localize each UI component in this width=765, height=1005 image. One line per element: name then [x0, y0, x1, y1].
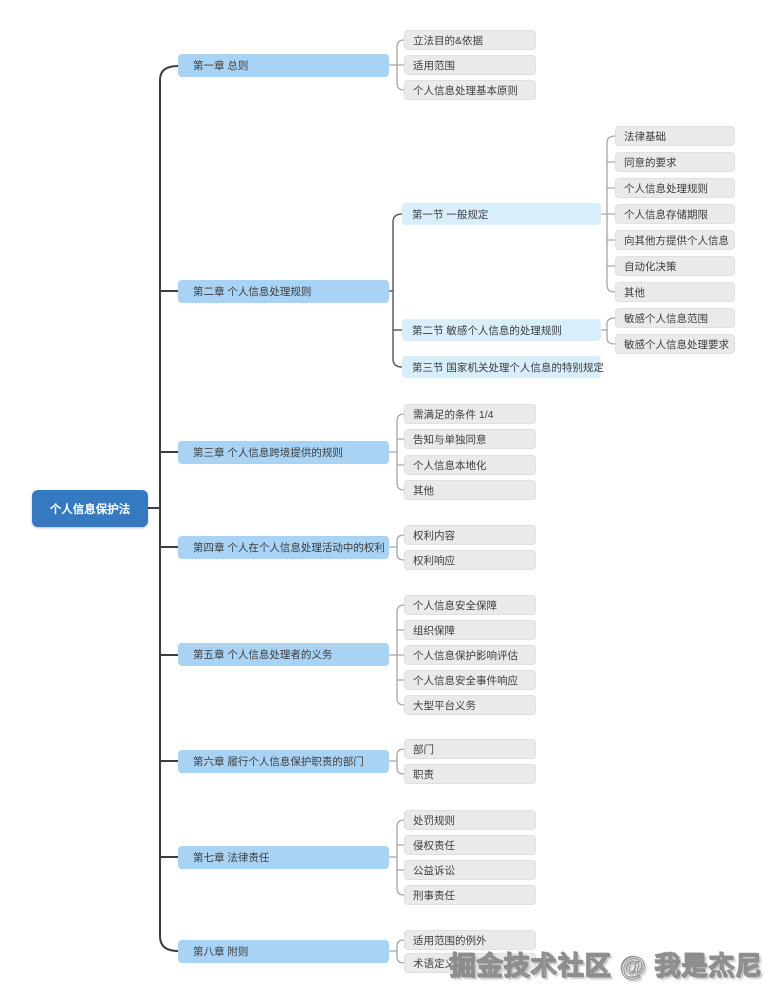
- node-sec2-leaf-2[interactable]: 敏感个人信息处理要求: [615, 334, 735, 354]
- node-sec1-leaf-7[interactable]: 其他: [615, 282, 735, 302]
- node-ch3-leaf-3[interactable]: 个人信息本地化: [404, 455, 536, 475]
- leaf-connectors: [388, 39, 616, 964]
- node-ch1-leaf-2[interactable]: 适用范围: [404, 55, 536, 75]
- node-sec1-leaf-3[interactable]: 个人信息处理规则: [615, 178, 735, 198]
- node-ch5-leaf-3[interactable]: 个人信息保护影响评估: [404, 645, 536, 665]
- node-sec1-leaf-2[interactable]: 同意的要求: [615, 152, 735, 172]
- node-sec1-leaf-4[interactable]: 个人信息存储期限: [615, 204, 735, 224]
- node-sec1-leaf-1[interactable]: 法律基础: [615, 126, 735, 146]
- node-chapter-2[interactable]: 第二章 个人信息处理规则: [178, 280, 389, 303]
- node-ch6-leaf-1[interactable]: 部门: [404, 739, 536, 759]
- node-sec1-leaf-6[interactable]: 自动化决策: [615, 256, 735, 276]
- node-ch8-leaf-2[interactable]: 术语定义: [404, 953, 536, 973]
- node-ch7-leaf-3[interactable]: 公益诉讼: [404, 860, 536, 880]
- node-chapter-4[interactable]: 第四章 个人在个人信息处理活动中的权利: [178, 536, 389, 559]
- node-ch7-leaf-2[interactable]: 侵权责任: [404, 835, 536, 855]
- node-ch5-leaf-1[interactable]: 个人信息安全保障: [404, 595, 536, 615]
- node-ch6-leaf-2[interactable]: 职责: [404, 764, 536, 784]
- node-sec1-leaf-5[interactable]: 向其他方提供个人信息: [615, 230, 735, 250]
- node-chapter-1[interactable]: 第一章 总则: [178, 54, 389, 77]
- node-ch1-leaf-3[interactable]: 个人信息处理基本原则: [404, 80, 536, 100]
- node-ch1-leaf-1[interactable]: 立法目的&依据: [404, 30, 536, 50]
- node-ch7-leaf-4[interactable]: 刑事责任: [404, 885, 536, 905]
- node-chapter-3[interactable]: 第三章 个人信息跨境提供的规则: [178, 441, 389, 464]
- node-section-2[interactable]: 第二节 敏感个人信息的处理规则: [402, 319, 601, 341]
- node-root[interactable]: 个人信息保护法: [32, 490, 148, 527]
- node-chapter-7[interactable]: 第七章 法律责任: [178, 846, 389, 869]
- node-ch5-leaf-5[interactable]: 大型平台义务: [404, 695, 536, 715]
- node-ch3-leaf-2[interactable]: 告知与单独同意: [404, 429, 536, 449]
- node-ch3-leaf-1[interactable]: 需满足的条件 1/4: [404, 404, 536, 424]
- node-section-1[interactable]: 第一节 一般规定: [402, 203, 601, 225]
- node-section-3[interactable]: 第三节 国家机关处理个人信息的特别规定: [402, 356, 604, 378]
- node-ch4-leaf-1[interactable]: 权利内容: [404, 525, 536, 545]
- node-ch4-leaf-2[interactable]: 权利响应: [404, 550, 536, 570]
- spine-connectors: [147, 65, 179, 952]
- branch-connectors: [388, 213, 403, 368]
- watermark: 掘金技术社区 @ 我是杰尼: [450, 951, 763, 982]
- node-ch5-leaf-4[interactable]: 个人信息安全事件响应: [404, 670, 536, 690]
- node-chapter-8[interactable]: 第八章 附则: [178, 940, 389, 963]
- node-ch3-leaf-4[interactable]: 其他: [404, 480, 536, 500]
- node-ch8-leaf-1[interactable]: 适用范围的例外: [404, 930, 536, 950]
- node-chapter-6[interactable]: 第六章 履行个人信息保护职责的部门: [178, 750, 389, 773]
- node-ch7-leaf-1[interactable]: 处罚规则: [404, 810, 536, 830]
- node-ch5-leaf-2[interactable]: 组织保障: [404, 620, 536, 640]
- node-chapter-5[interactable]: 第五章 个人信息处理者的义务: [178, 643, 389, 666]
- node-sec2-leaf-1[interactable]: 敏感个人信息范围: [615, 308, 735, 328]
